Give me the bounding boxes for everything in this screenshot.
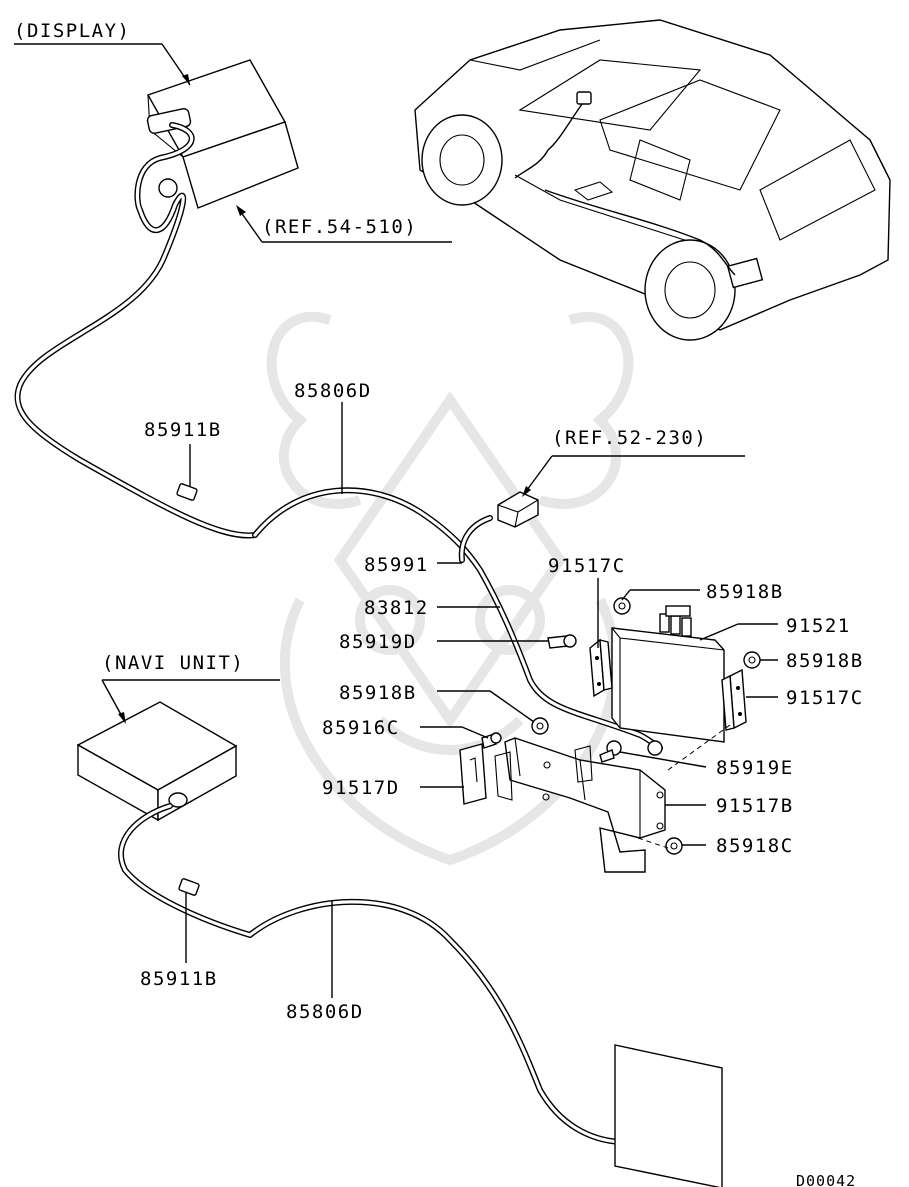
bolt-85919d xyxy=(547,634,577,649)
navi-unit xyxy=(76,701,238,822)
screw-85916c xyxy=(481,732,502,749)
cable-85806d-top xyxy=(176,483,663,751)
diagram-code: D00042 xyxy=(796,1172,856,1187)
display-cable xyxy=(14,122,258,539)
label-85918b-right: 85918B xyxy=(786,650,864,672)
leader-lines xyxy=(185,402,778,998)
label-85919d: 85919D xyxy=(339,631,417,653)
label-91517c-right: 91517C xyxy=(786,687,864,709)
bolt-85919e xyxy=(599,740,622,763)
display-unit xyxy=(146,59,299,209)
ref-54-510-callout: (REF.54-510) xyxy=(236,205,452,243)
ref-52-230-label: (REF.52-230) xyxy=(552,427,707,449)
bracket-91517c-left xyxy=(589,638,613,698)
label-85918c: 85918C xyxy=(716,835,794,857)
ref-54-510-label: (REF.54-510) xyxy=(262,216,417,238)
navi-module-91521 xyxy=(611,605,725,743)
display-label: (DISPLAY) xyxy=(14,20,130,42)
display-callout: (DISPLAY) xyxy=(14,20,191,86)
label-91517b: 91517B xyxy=(716,795,794,817)
label-85991: 85991 xyxy=(364,554,429,576)
cable-ref-52-230 xyxy=(458,491,539,563)
nut-85918b-right xyxy=(743,651,761,669)
label-85806d-top: 85806D xyxy=(294,380,372,402)
antenna-plate xyxy=(614,1044,723,1187)
label-85911b-bottom: 85911B xyxy=(140,968,218,990)
bracket-91517d xyxy=(459,743,487,805)
part-labels: 85911B 85806D 85991 83812 85919D 91517C … xyxy=(140,380,864,1187)
bracket-91517c-right xyxy=(721,668,747,731)
label-91517d: 91517D xyxy=(322,777,400,799)
label-85806d-bottom: 85806D xyxy=(286,1001,364,1023)
label-83812: 83812 xyxy=(364,597,429,619)
label-91517c-left: 91517C xyxy=(548,555,626,577)
label-85916c: 85916C xyxy=(322,717,400,739)
ref-52-230-callout: (REF.52-230) xyxy=(522,427,745,497)
label-85918b-top: 85918B xyxy=(706,581,784,603)
label-91521: 91521 xyxy=(786,615,851,637)
nut-85918b-mid xyxy=(531,717,549,735)
vehicle-illustration xyxy=(414,19,891,341)
connector-end xyxy=(647,740,663,756)
label-85919e: 85919E xyxy=(716,757,794,779)
navi-unit-label: (NAVI UNIT) xyxy=(102,652,244,674)
nut-85918b-top xyxy=(613,597,631,615)
bracket-91517b xyxy=(494,737,666,873)
navi-unit-callout: (NAVI UNIT) xyxy=(101,652,280,724)
nut-85918c xyxy=(665,837,683,855)
label-85918b-mid: 85918B xyxy=(339,682,417,704)
label-85911b-top: 85911B xyxy=(144,419,222,441)
